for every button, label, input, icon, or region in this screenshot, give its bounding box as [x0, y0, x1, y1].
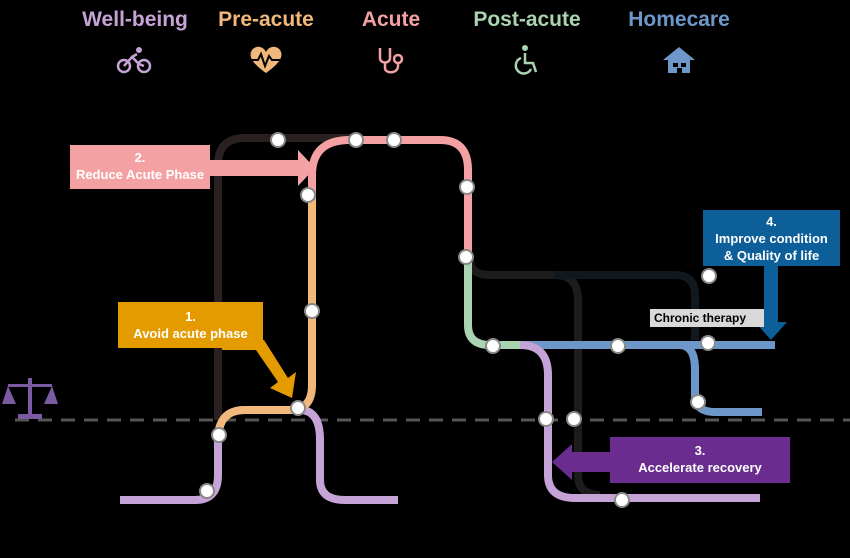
bicycle-icon [116, 47, 152, 74]
box-reduce-text: Reduce Acute Phase [75, 167, 205, 182]
heartbeat-icon [248, 46, 284, 73]
box-avoid-text: Avoid acute phase [133, 326, 248, 341]
station [211, 427, 227, 443]
wheelchair-icon [514, 45, 538, 75]
arrow-reduce [210, 150, 315, 186]
phase-post-acute: Post-acute [473, 8, 581, 31]
station [690, 394, 706, 410]
station [538, 411, 554, 427]
box-accelerate-number: 3. [694, 443, 706, 458]
box-accelerate-recovery: 3. Accelerate recovery [610, 437, 790, 483]
station [610, 338, 626, 354]
station [270, 132, 286, 148]
box-reduce-acute-phase: 2. Reduce Acute Phase [70, 145, 210, 189]
station [614, 492, 630, 508]
phase-acute: Acute [361, 8, 421, 31]
box-improve-text-1: Improve condition [715, 231, 828, 246]
faded-line-middle [466, 259, 601, 499]
box-improve-text-2: & Quality of life [723, 248, 820, 263]
phase-pre-acute: Pre-acute [218, 8, 314, 31]
stethoscope-icon [378, 48, 404, 74]
station [459, 179, 475, 195]
line-well-being-return [299, 406, 398, 504]
arrow-accelerate [552, 444, 612, 480]
station [290, 400, 306, 416]
station [458, 249, 474, 265]
station [348, 132, 364, 148]
station [386, 132, 402, 148]
box-improve-condition: 4. Improve condition & Quality of life [703, 210, 840, 266]
faded-line-right [555, 271, 699, 340]
balance-scale-icon [2, 378, 58, 419]
box-avoid-acute-phase: 1. Avoid acute phase [118, 302, 263, 348]
line-acute [308, 136, 472, 260]
station [700, 335, 716, 351]
station [485, 338, 501, 354]
box-improve-number: 4. [766, 214, 777, 229]
house-icon [663, 47, 695, 73]
station [199, 483, 215, 499]
chronic-therapy-label: Chronic therapy [650, 309, 764, 327]
phase-well-being: Well-being [82, 8, 188, 31]
station [566, 411, 582, 427]
station [304, 303, 320, 319]
box-avoid-number: 1. [185, 309, 196, 324]
box-accelerate-text: Accelerate recovery [638, 460, 762, 475]
phase-homecare: Homecare [628, 8, 730, 31]
line-pre-acute [214, 200, 316, 441]
station [300, 187, 316, 203]
arrow-avoid [222, 340, 296, 398]
box-reduce-number: 2. [134, 150, 146, 165]
line-recovery [519, 341, 760, 502]
station [701, 268, 717, 284]
arrow-improve [755, 262, 787, 340]
